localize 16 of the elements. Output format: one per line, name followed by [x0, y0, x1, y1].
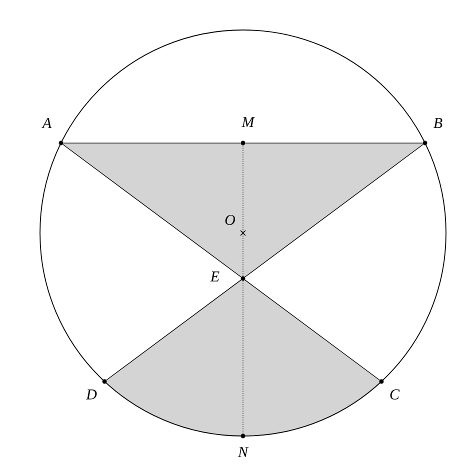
line-segment: [244, 144, 424, 278]
point-label: M: [242, 117, 255, 127]
line-segment: [242, 280, 244, 434]
line-segment: [245, 142, 423, 144]
point-label: E: [210, 272, 220, 282]
point-label: N: [238, 447, 249, 457]
line-segment: [106, 280, 242, 380]
line-segment: [244, 280, 380, 380]
line-segment: [242, 145, 244, 276]
line-segment: [62, 144, 242, 278]
point-label: C: [390, 389, 400, 400]
point-label: D: [86, 390, 97, 400]
point-label: B: [434, 118, 442, 128]
point-label: A: [42, 118, 52, 128]
line-segment: [63, 142, 241, 144]
point-label: O: [225, 214, 236, 226]
